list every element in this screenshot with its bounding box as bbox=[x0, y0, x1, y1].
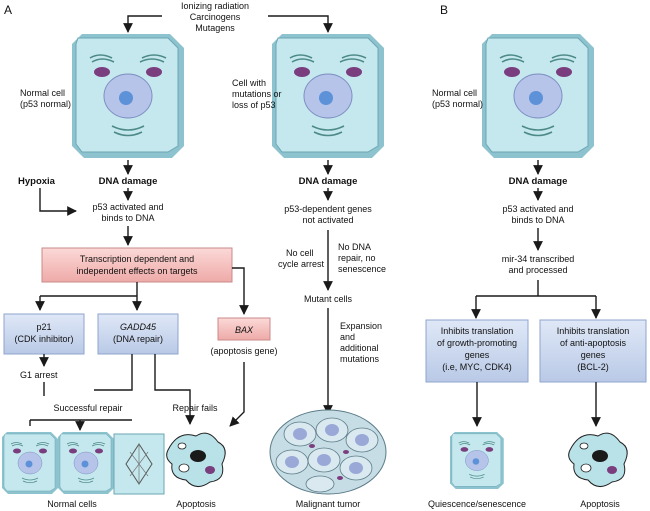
inhibit-growth-box bbox=[425, 319, 529, 383]
mutant-cell bbox=[271, 33, 385, 159]
inhibit-growth-3: genes bbox=[465, 350, 490, 360]
p21-label: p21 bbox=[36, 322, 51, 332]
no-repair-3: senescence bbox=[338, 264, 386, 274]
branch-transcription bbox=[40, 282, 138, 297]
g1-arrest-label: G1 arrest bbox=[20, 370, 58, 380]
quiescence-label: Quiescence/senescence bbox=[428, 499, 526, 509]
malignant-tumor-label: Malignant tumor bbox=[296, 499, 361, 509]
mutant-label-3: loss of p53 bbox=[232, 100, 276, 110]
gadd45-label: GADD45 bbox=[120, 322, 157, 332]
mutant-label-1: Cell with bbox=[232, 78, 266, 88]
apoptotic-cell-a bbox=[166, 432, 226, 488]
hypoxia-label: Hypoxia bbox=[18, 176, 56, 187]
dividing-cell bbox=[113, 433, 165, 495]
transcription-box bbox=[41, 247, 233, 283]
arrow-hypoxia bbox=[39, 188, 77, 216]
p53-activated-a-1: p53 activated and bbox=[92, 202, 163, 212]
top-causes: Ionizing radiation Carcinogens Mutagens bbox=[181, 1, 249, 33]
no-arrest-1: No cell bbox=[286, 248, 314, 258]
expansion-4: mutations bbox=[340, 354, 380, 364]
cause-mutagens: Mutagens bbox=[195, 23, 235, 33]
inhibit-growth-1: Inhibits translation bbox=[441, 326, 514, 336]
transcription-box-line1: Transcription dependent and bbox=[80, 254, 194, 264]
inhibit-growth-2: of growth-promoting bbox=[437, 338, 517, 348]
expansion-1: Expansion bbox=[340, 321, 382, 331]
line-gadd-repair bbox=[94, 354, 133, 391]
dna-damage-a: DNA damage bbox=[99, 176, 158, 187]
bax-box bbox=[217, 317, 271, 341]
quiescent-cell bbox=[449, 431, 505, 490]
mir34-1: mir-34 transcribed bbox=[502, 254, 575, 264]
repair-fails-label: Repair fails bbox=[172, 403, 218, 413]
p53-activated-a-2: binds to DNA bbox=[101, 213, 154, 223]
successful-repair-label: Successful repair bbox=[53, 403, 122, 413]
cause-ionizing: Ionizing radiation bbox=[181, 1, 249, 11]
branch-mir34 bbox=[476, 280, 596, 297]
cause-carcinogens: Carcinogens bbox=[190, 12, 241, 22]
expansion-3: additional bbox=[340, 343, 379, 353]
arrow-to-bax bbox=[232, 267, 249, 315]
arrow-causes-right bbox=[268, 15, 333, 33]
genes-not-activated-2: not activated bbox=[302, 215, 353, 225]
dna-damage-m: DNA damage bbox=[299, 176, 358, 187]
panel-b-label: B bbox=[440, 3, 448, 17]
normal-cell-label-a: Normal cell bbox=[20, 88, 65, 98]
bax-label: BAX bbox=[235, 325, 254, 335]
normal-cell-1 bbox=[1, 431, 59, 495]
inhibit-apoptosis-2: of anti-apoptosis bbox=[560, 338, 627, 348]
apoptotic-cell-b bbox=[568, 432, 628, 488]
inhibit-apoptosis-1: Inhibits translation bbox=[557, 326, 630, 336]
normal-cell-a bbox=[71, 33, 185, 159]
mir34-2: and processed bbox=[508, 265, 567, 275]
bax-caption: (apoptosis gene) bbox=[210, 346, 277, 356]
p21-sublabel: (CDK inhibitor) bbox=[14, 334, 73, 344]
no-repair-1: No DNA bbox=[338, 242, 371, 252]
normal-cell-sublabel-b: (p53 normal) bbox=[432, 99, 483, 109]
normal-cell-label-b: Normal cell bbox=[432, 88, 477, 98]
inhibit-apoptosis-4: (BCL-2) bbox=[577, 362, 609, 372]
normal-cells-label: Normal cells bbox=[47, 499, 97, 509]
arrow-causes-left bbox=[123, 15, 162, 33]
malignant-tumor-illustration bbox=[269, 409, 387, 495]
gadd45-sublabel: (DNA repair) bbox=[113, 334, 163, 344]
apoptosis-label-a: Apoptosis bbox=[176, 499, 216, 509]
p53-activated-b-2: binds to DNA bbox=[511, 215, 564, 225]
dna-damage-b: DNA damage bbox=[509, 176, 568, 187]
line-repair-join bbox=[29, 419, 132, 426]
panel-a-label: A bbox=[4, 3, 12, 17]
arrow-repair-fails bbox=[154, 354, 195, 425]
p53-activated-b-1: p53 activated and bbox=[502, 204, 573, 214]
arrow-bax-apoptosis bbox=[229, 362, 245, 427]
inhibit-growth-4: (i.e, MYC, CDK4) bbox=[442, 362, 512, 372]
mutant-cells-label: Mutant cells bbox=[304, 294, 353, 304]
no-repair-2: repair, no bbox=[338, 253, 376, 263]
expansion-2: and bbox=[340, 332, 355, 342]
genes-not-activated-1: p53-dependent genes bbox=[284, 204, 372, 214]
transcription-box-line2: independent effects on targets bbox=[77, 266, 198, 276]
gadd45-box bbox=[97, 313, 179, 355]
normal-cell-b bbox=[481, 33, 595, 159]
inhibit-apoptosis-3: genes bbox=[581, 350, 606, 360]
normal-cells-group bbox=[1, 431, 165, 495]
inhibit-apoptosis-box bbox=[539, 319, 647, 383]
mutant-label-2: mutations or bbox=[232, 89, 282, 99]
apoptosis-label-b: Apoptosis bbox=[580, 499, 620, 509]
normal-cell-2 bbox=[57, 431, 115, 495]
no-arrest-2: cycle arrest bbox=[278, 259, 325, 269]
normal-cell-sublabel-a: (p53 normal) bbox=[20, 99, 71, 109]
